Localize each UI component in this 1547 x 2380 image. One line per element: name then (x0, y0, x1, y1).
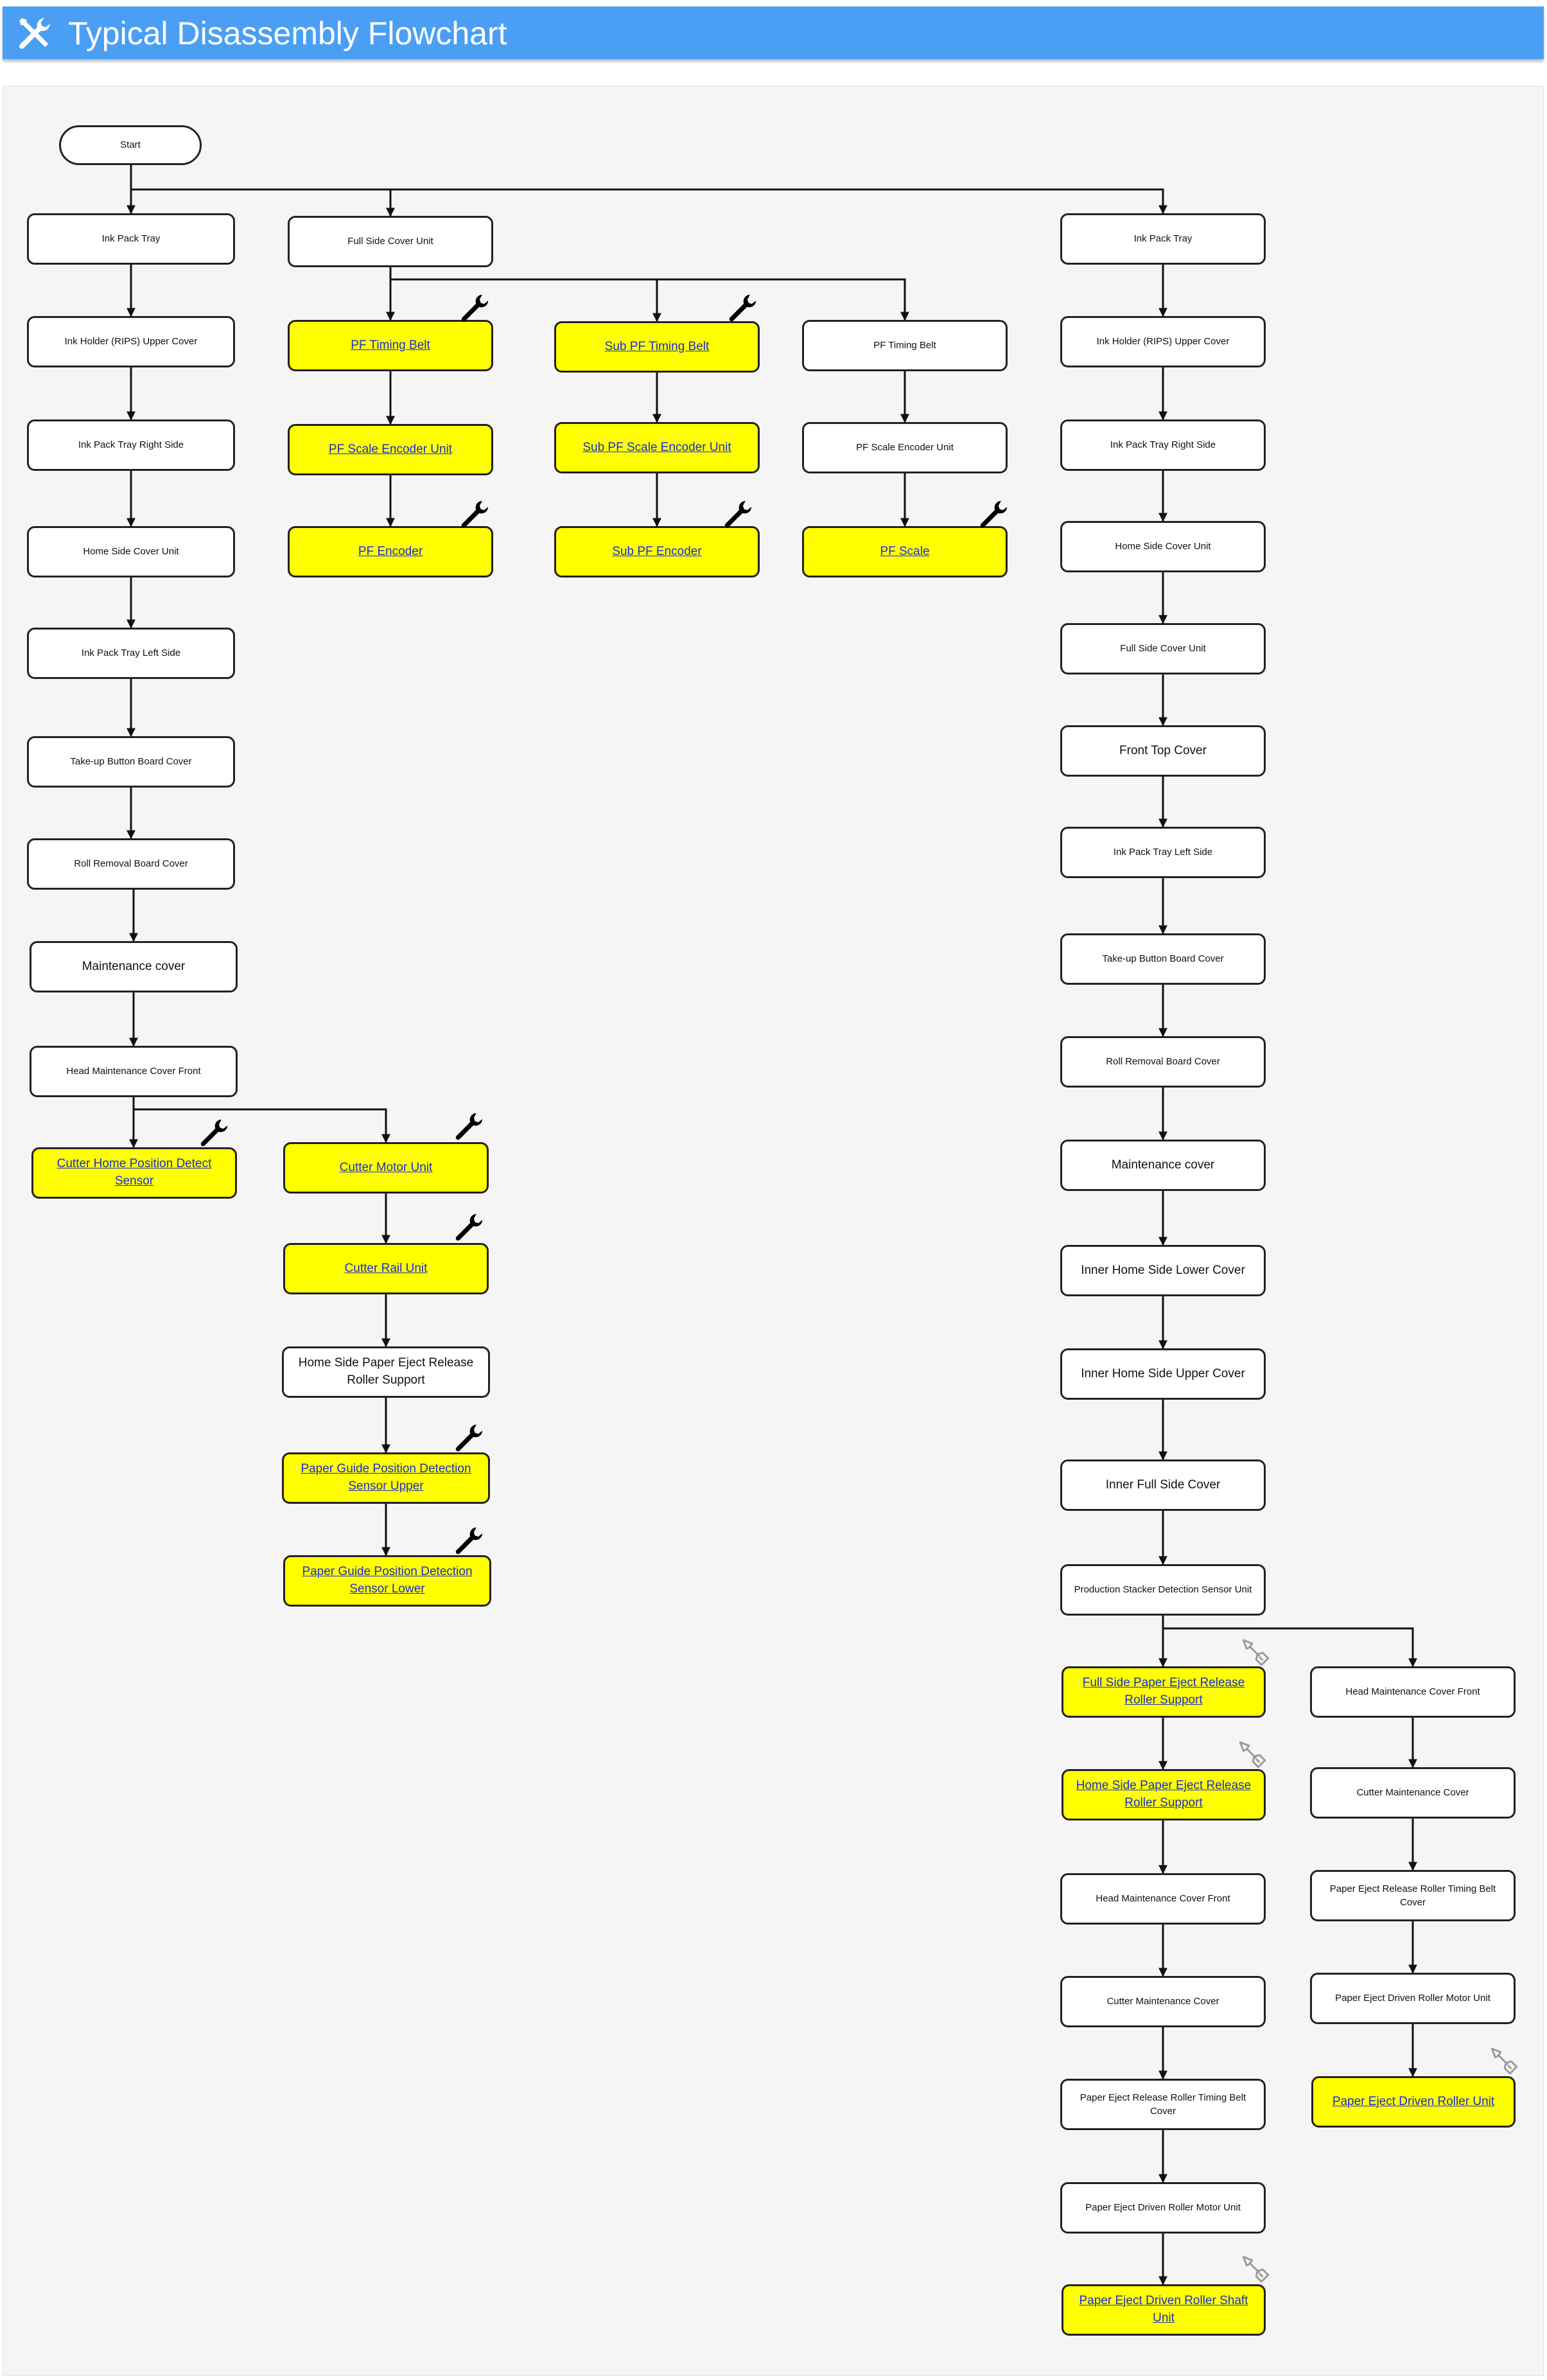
node-home-side-paper-eject-release-roller-support: Home Side Paper Eject Release Roller Sup… (282, 1346, 490, 1398)
node-ink-pack-tray-right-side: Ink Pack Tray Right Side (27, 419, 235, 471)
node-s-paper-eject-release-roller-timing-belt-cover: Paper Eject Release Roller Timing Belt C… (1310, 1870, 1516, 1921)
node-r-production-stacker-detection-sensor-unit: Production Stacker Detection Sensor Unit (1060, 1564, 1266, 1616)
connector (1163, 1627, 1417, 1668)
node-r-home-side-cover-unit: Home Side Cover Unit (1060, 521, 1266, 572)
node-sub-pf-timing-belt[interactable]: Sub PF Timing Belt (554, 321, 760, 373)
page-header: Typical Disassembly Flowchart (3, 6, 1544, 59)
connector-lines (127, 165, 1417, 2286)
wrench-icon (727, 292, 759, 324)
screwdriver-icon (1242, 2255, 1270, 2283)
page-title: Typical Disassembly Flowchart (68, 15, 507, 51)
node-ink-holder-upper-cover: Ink Holder (RIPS) Upper Cover (27, 316, 235, 367)
node-r-paper-eject-release-roller-timing-belt-cover: Paper Eject Release Roller Timing Belt C… (1060, 2079, 1266, 2130)
connector (134, 1108, 390, 1143)
node-r-head-maintenance-cover-front: Head Maintenance Cover Front (1060, 1873, 1266, 1925)
node-r-roll-removal-board-cover: Roll Removal Board Cover (1060, 1036, 1266, 1088)
flowchart-canvas: Start Ink Pack Tray Ink Holder (RIPS) Up… (3, 86, 1544, 2376)
node-r-inner-home-side-lower-cover: Inner Home Side Lower Cover (1060, 1245, 1266, 1296)
wrench-icon (453, 1110, 485, 1142)
node-r-inner-home-side-upper-cover: Inner Home Side Upper Cover (1060, 1348, 1266, 1400)
node-s-paper-eject-driven-roller-unit[interactable]: Paper Eject Driven Roller Unit (1311, 2076, 1516, 2128)
node-roll-removal-board-cover: Roll Removal Board Cover (27, 838, 235, 890)
node-sub-pf-encoder[interactable]: Sub PF Encoder (554, 526, 760, 577)
node-start: Start (59, 125, 202, 165)
tools-icon (19, 18, 50, 49)
node-s-paper-eject-driven-roller-motor-unit: Paper Eject Driven Roller Motor Unit (1310, 1973, 1516, 2024)
screwdriver-icon (1242, 1639, 1270, 1666)
node-s-head-maintenance-cover-front: Head Maintenance Cover Front (1310, 1666, 1516, 1718)
node-full-side-cover-unit: Full Side Cover Unit (288, 216, 493, 267)
node-pf-encoder[interactable]: PF Encoder (288, 526, 493, 577)
node-r-paper-eject-driven-roller-motor-unit: Paper Eject Driven Roller Motor Unit (1060, 2182, 1266, 2234)
wrench-icon (453, 1211, 485, 1243)
node-cutter-rail-unit[interactable]: Cutter Rail Unit (283, 1243, 489, 1294)
connector (390, 188, 1167, 215)
wrench-icon (453, 1422, 485, 1454)
wrench-icon (459, 498, 491, 530)
node-pf-scale-encoder-unit-2: PF Scale Encoder Unit (802, 422, 1008, 473)
screwdriver-icon (1239, 1741, 1266, 1768)
node-r-front-top-cover: Front Top Cover (1060, 725, 1266, 777)
node-r-ink-pack-tray-left-side: Ink Pack Tray Left Side (1060, 827, 1266, 878)
connector (657, 278, 909, 321)
node-s-cutter-maintenance-cover: Cutter Maintenance Cover (1310, 1767, 1516, 1819)
node-paper-guide-position-detection-sensor-upper[interactable]: Paper Guide Position Detection Sensor Up… (282, 1452, 490, 1504)
node-pf-timing-belt[interactable]: PF Timing Belt (288, 320, 493, 371)
node-cutter-home-position-detect-sensor[interactable]: Cutter Home Position Detect Sensor (31, 1147, 237, 1199)
node-head-maintenance-cover-front: Head Maintenance Cover Front (30, 1046, 238, 1097)
node-home-side-cover-unit: Home Side Cover Unit (27, 526, 235, 577)
node-r-ink-holder-upper-cover: Ink Holder (RIPS) Upper Cover (1060, 316, 1266, 367)
node-r-inner-full-side-cover: Inner Full Side Cover (1060, 1459, 1266, 1511)
wrench-icon (453, 1524, 485, 1556)
connector (390, 278, 661, 322)
wrench-icon (459, 292, 491, 324)
node-sub-pf-scale-encoder-unit[interactable]: Sub PF Scale Encoder Unit (554, 422, 760, 473)
node-paper-guide-position-detection-sensor-lower[interactable]: Paper Guide Position Detection Sensor Lo… (283, 1555, 491, 1607)
node-r-take-up-button-board-cover: Take-up Button Board Cover (1060, 933, 1266, 985)
node-cutter-motor-unit[interactable]: Cutter Motor Unit (283, 1142, 489, 1194)
node-pf-timing-belt-2: PF Timing Belt (802, 320, 1008, 371)
node-take-up-button-board-cover: Take-up Button Board Cover (27, 736, 235, 788)
node-ink-pack-tray: Ink Pack Tray (27, 213, 235, 265)
screwdriver-icon (1490, 2047, 1518, 2075)
node-ink-pack-tray-left-side: Ink Pack Tray Left Side (27, 628, 235, 679)
connector (131, 188, 395, 217)
node-r-ink-pack-tray-right-side: Ink Pack Tray Right Side (1060, 419, 1266, 471)
node-pf-scale-encoder-unit[interactable]: PF Scale Encoder Unit (288, 424, 493, 475)
node-r-home-side-paper-eject-release-roller-support[interactable]: Home Side Paper Eject Release Roller Sup… (1062, 1769, 1266, 1820)
wrench-icon (198, 1116, 231, 1149)
node-r-paper-eject-driven-roller-shaft-unit[interactable]: Paper Eject Driven Roller Shaft Unit (1062, 2284, 1266, 2336)
node-r-full-side-cover-unit: Full Side Cover Unit (1060, 623, 1266, 674)
wrench-icon (722, 498, 755, 530)
node-r-full-side-paper-eject-release-roller-support[interactable]: Full Side Paper Eject Release Roller Sup… (1062, 1666, 1266, 1718)
node-maintenance-cover: Maintenance cover (30, 941, 238, 992)
node-r-ink-pack-tray: Ink Pack Tray (1060, 213, 1266, 265)
wrench-icon (978, 498, 1010, 530)
node-pf-scale[interactable]: PF Scale (802, 526, 1008, 577)
node-r-maintenance-cover: Maintenance cover (1060, 1140, 1266, 1191)
node-r-cutter-maintenance-cover: Cutter Maintenance Cover (1060, 1976, 1266, 2027)
